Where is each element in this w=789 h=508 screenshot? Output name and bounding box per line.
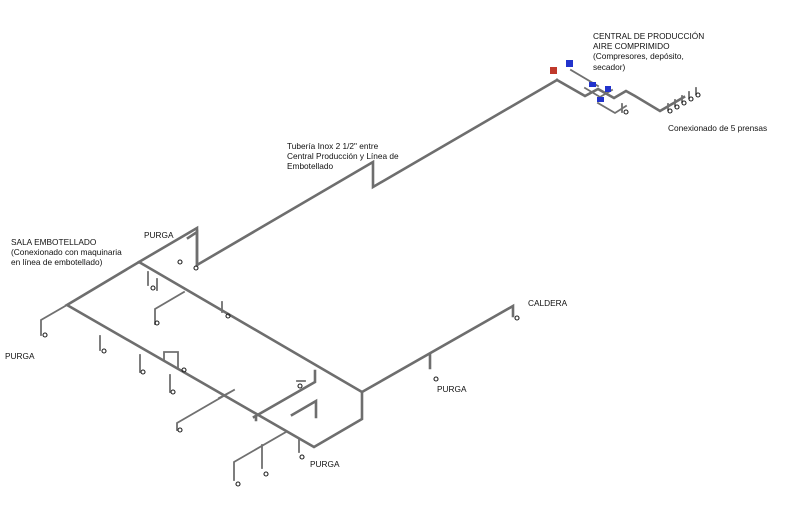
central-detail-line: (Compresores, depósito,	[593, 51, 684, 62]
caldera-pipe	[360, 303, 515, 394]
central-title-line: CENTRAL DE PRODUCCIÓN	[593, 31, 705, 41]
main-header-pipe	[186, 78, 559, 268]
pipe-spec-line: Tubería Inox 2 1/2" entre	[287, 141, 379, 151]
purge-label-left: PURGA	[5, 351, 35, 361]
purge-label-bottom: PURGA	[310, 459, 340, 469]
inner-branch-pipe	[252, 369, 318, 422]
valve-symbols	[42, 92, 701, 487]
press-drops	[667, 87, 697, 111]
central-plant-pipe	[555, 78, 686, 113]
purge-drops	[40, 271, 306, 481]
pipe-spec-line-2: Central Producción y Línea de	[287, 151, 399, 162]
central-subtitle-line: AIRE COMPRIMIDO	[593, 41, 670, 52]
bottling-detail-line-2: en línea de embotellado)	[11, 257, 103, 268]
bottling-title-line: SALA EMBOTELLADO	[11, 237, 97, 247]
compressor-equipment	[550, 60, 611, 102]
purge-label-top: PURGA	[144, 230, 174, 240]
bottling-riser	[137, 225, 199, 267]
pipe-spec-line-3: Embotellado	[287, 161, 334, 172]
central-detail-line-2: secador)	[593, 61, 626, 72]
prensas-label: Conexionado de 5 prensas	[668, 123, 768, 133]
purge-label-right: PURGA	[437, 384, 467, 394]
bottling-loop-pipe	[64, 260, 364, 449]
boiler-label: CALDERA	[528, 298, 568, 308]
central-production-label: CENTRAL DE PRODUCCIÓN AIRE COMPRIMIDO (C…	[593, 31, 704, 72]
bottling-room-label: SALA EMBOTELLADO (Conexionado con maquin…	[11, 237, 122, 268]
pipe-spec-label: Tubería Inox 2 1/2" entre Central Produc…	[287, 141, 399, 172]
bottling-detail-line: (Conexionado con maquinaria	[11, 247, 122, 258]
